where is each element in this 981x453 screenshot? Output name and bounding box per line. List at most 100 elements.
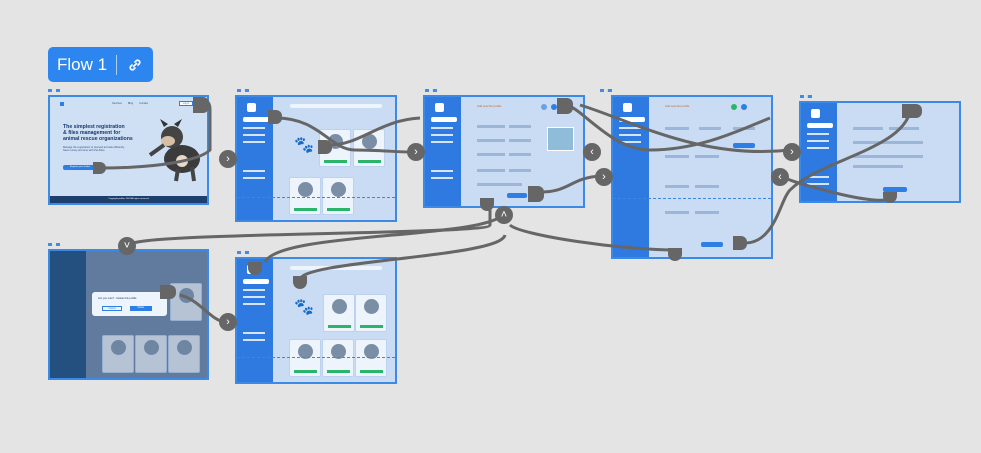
- connector-handle[interactable]: [248, 262, 262, 275]
- form-field[interactable]: [853, 127, 883, 130]
- pet-photo-upload[interactable]: [547, 127, 574, 151]
- chevron-right-icon[interactable]: ›: [219, 313, 237, 331]
- nav-item[interactable]: [807, 140, 829, 142]
- pet-card[interactable]: [323, 294, 355, 332]
- connector-handle[interactable]: [268, 110, 282, 124]
- flow-badge[interactable]: Flow 1: [48, 47, 153, 82]
- form-field[interactable]: [665, 127, 689, 130]
- save-button[interactable]: [701, 242, 723, 247]
- frame-settings[interactable]: [799, 101, 961, 203]
- frame-handle[interactable]: [237, 89, 249, 92]
- nav-item[interactable]: [243, 170, 265, 172]
- frame-handle[interactable]: [48, 89, 60, 92]
- nav-item[interactable]: [807, 147, 829, 149]
- chevron-right-icon[interactable]: ›: [783, 143, 801, 161]
- form-field[interactable]: [509, 153, 531, 156]
- nav-item[interactable]: [243, 289, 265, 291]
- cancel-button[interactable]: Cancel: [102, 306, 122, 311]
- save-button[interactable]: [507, 193, 527, 198]
- nav-item[interactable]: [431, 141, 453, 143]
- frame-handle[interactable]: [425, 89, 437, 92]
- connector-handle[interactable]: [668, 248, 682, 261]
- form-field[interactable]: [509, 125, 531, 128]
- form-field[interactable]: [477, 125, 505, 128]
- nav-item[interactable]: [807, 183, 829, 185]
- chevron-down-icon[interactable]: ˅: [118, 237, 136, 255]
- login-button[interactable]: Log in: [179, 101, 193, 106]
- view-button[interactable]: [360, 370, 383, 373]
- form-field[interactable]: [477, 153, 505, 156]
- new-pet-button[interactable]: [243, 279, 269, 284]
- form-field[interactable]: [665, 185, 689, 188]
- nav-item[interactable]: [243, 303, 265, 305]
- connector-handle[interactable]: [883, 192, 897, 203]
- form-field[interactable]: [665, 211, 689, 214]
- pet-card[interactable]: [355, 339, 387, 377]
- form-field[interactable]: [477, 139, 505, 142]
- chevron-left-icon[interactable]: ‹: [771, 168, 789, 186]
- frame-landing[interactable]: Services Blog Contact Log in The simples…: [48, 95, 209, 205]
- frame-handle[interactable]: [237, 251, 249, 254]
- add-button[interactable]: [733, 143, 755, 148]
- chevron-right-icon[interactable]: ›: [595, 168, 613, 186]
- nav-item[interactable]: Blog: [127, 102, 134, 105]
- connector-handle[interactable]: [480, 198, 494, 211]
- new-pet-button[interactable]: [243, 117, 269, 122]
- nav-item[interactable]: Contact: [139, 102, 149, 105]
- nav-item[interactable]: [431, 170, 453, 172]
- nav-item[interactable]: [243, 127, 265, 129]
- form-field[interactable]: [699, 127, 721, 130]
- form-field[interactable]: [853, 165, 903, 168]
- pet-card[interactable]: [353, 129, 385, 167]
- form-field[interactable]: [477, 183, 522, 186]
- form-field[interactable]: [853, 155, 923, 158]
- view-button[interactable]: [360, 325, 383, 328]
- pet-card[interactable]: [289, 177, 321, 215]
- pet-card[interactable]: [322, 339, 354, 377]
- register-button[interactable]: Register your shelter: [63, 165, 97, 170]
- form-field[interactable]: [889, 127, 919, 130]
- pet-card[interactable]: [289, 339, 321, 377]
- delete-button[interactable]: Delete: [130, 306, 152, 311]
- nav-item[interactable]: [807, 176, 829, 178]
- nav-item[interactable]: [431, 177, 453, 179]
- connector-handle[interactable]: [293, 276, 307, 289]
- view-button[interactable]: [294, 370, 317, 373]
- form-field[interactable]: [665, 155, 689, 158]
- nav-item[interactable]: [431, 134, 453, 136]
- nav-item[interactable]: [807, 133, 829, 135]
- nav-item[interactable]: [619, 127, 641, 129]
- chevron-right-icon[interactable]: ›: [407, 143, 425, 161]
- connector-handle[interactable]: [318, 140, 332, 154]
- chevron-up-icon[interactable]: ˄: [495, 206, 513, 224]
- nav-item[interactable]: [243, 296, 265, 298]
- new-pet-button[interactable]: [807, 123, 833, 128]
- nav-item[interactable]: [431, 127, 453, 129]
- new-pet-button[interactable]: [619, 117, 645, 122]
- nav-item[interactable]: [243, 339, 265, 341]
- frame-handle[interactable]: [800, 95, 812, 98]
- view-button[interactable]: [294, 208, 317, 211]
- nav-item[interactable]: [243, 134, 265, 136]
- connector-handle[interactable]: [528, 186, 544, 202]
- form-field[interactable]: [509, 169, 531, 172]
- new-pet-button[interactable]: [431, 117, 457, 122]
- frame-delete-modal[interactable]: Are you sure? - Delete this profile Canc…: [48, 249, 209, 380]
- nav-item[interactable]: [243, 332, 265, 334]
- view-button[interactable]: [328, 325, 351, 328]
- nav-item[interactable]: [243, 141, 265, 143]
- view-button[interactable]: [327, 370, 350, 373]
- nav-item[interactable]: [619, 141, 641, 143]
- nav-item[interactable]: [243, 177, 265, 179]
- form-field[interactable]: [695, 185, 719, 188]
- connector-handle[interactable]: [733, 236, 747, 250]
- connector-handle[interactable]: [193, 97, 209, 113]
- view-button[interactable]: [324, 160, 347, 163]
- chevron-right-icon[interactable]: ›: [219, 150, 237, 168]
- connector-handle[interactable]: [557, 98, 573, 114]
- link-icon[interactable]: [117, 57, 153, 73]
- form-field[interactable]: [509, 139, 531, 142]
- search-input[interactable]: [290, 104, 382, 108]
- frame-handle[interactable]: [48, 243, 60, 246]
